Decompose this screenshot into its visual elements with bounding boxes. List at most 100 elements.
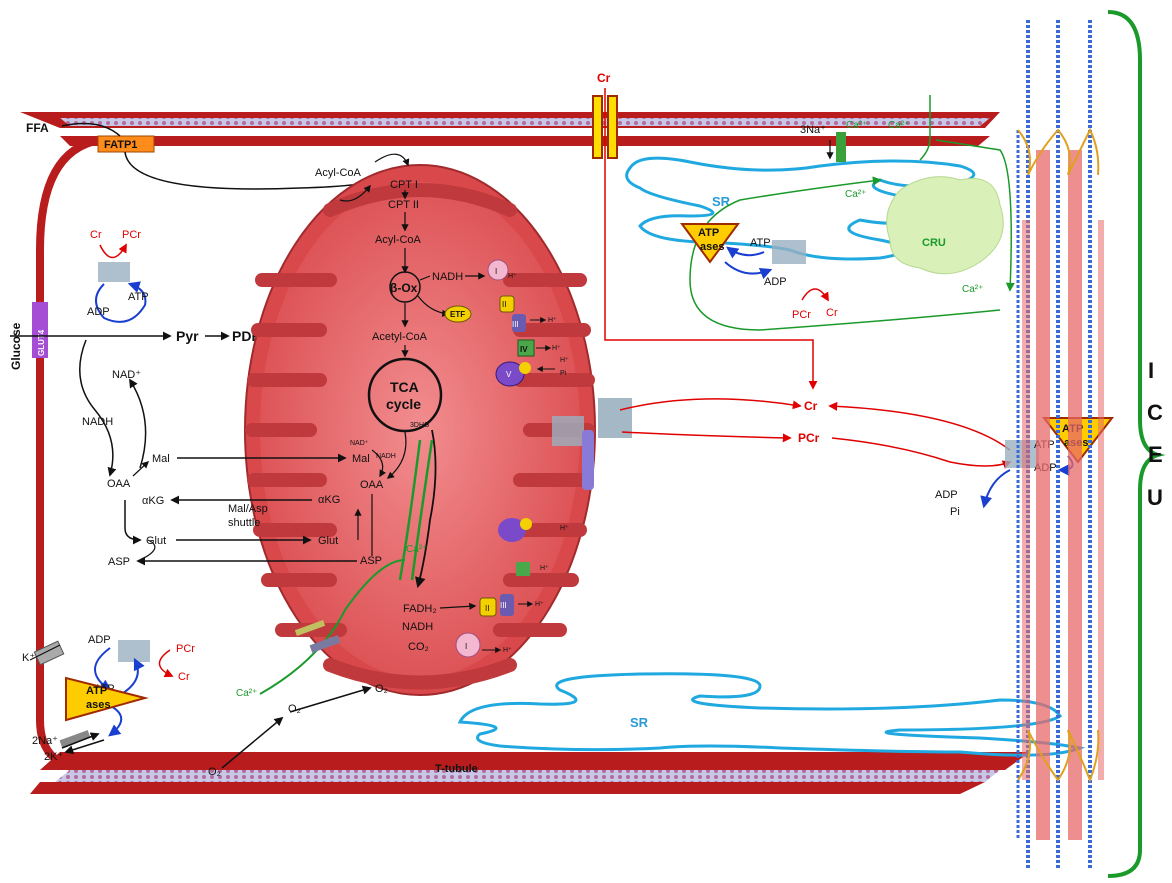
hplus-3: H⁺ <box>552 345 561 352</box>
ck-enzyme-sr <box>772 240 806 264</box>
complex-iii-lower: III <box>500 594 514 616</box>
ca-sr2-label: Ca²⁺ <box>962 284 983 295</box>
ca-top1-label: Ca²⁺ <box>846 120 867 131</box>
mal-in-label: Mal <box>352 453 370 465</box>
ck-enzyme-bottom-left <box>118 640 150 662</box>
nadh-top-label: NADH <box>432 271 463 283</box>
glut4-label: GLUT4 <box>37 329 46 356</box>
svg-text:III: III <box>512 320 519 329</box>
o2-mid-label: O₂ <box>288 703 301 715</box>
fatp1-label: FATP1 <box>104 139 137 151</box>
beta-ox-label: β-Ox <box>390 281 418 295</box>
glucose-label: Glucose <box>9 322 23 370</box>
cr-sr-label: Cr <box>826 307 838 319</box>
svg-text:I: I <box>465 642 467 651</box>
hplus-7: H⁺ <box>535 601 544 608</box>
iceu-letter-e: E <box>1148 442 1163 467</box>
sr-network-bottom <box>460 674 1080 755</box>
tca-sub-label: 3DHG <box>410 422 429 429</box>
svg-text:I: I <box>495 267 497 276</box>
ffa-label: FFA <box>26 121 49 135</box>
glut-in-label: Glut <box>318 535 338 547</box>
ncx-exchanger <box>836 132 846 162</box>
ca-left-label: Ca²⁺ <box>236 688 257 699</box>
ca-top2-label: Ca²⁺ <box>888 120 909 131</box>
iceu-letter-i: I <box>1148 358 1154 383</box>
shuttle-label-1: Mal/Asp <box>228 503 268 515</box>
atpases-left-label-2: ases <box>86 699 110 711</box>
asp-in-label: ASP <box>360 555 382 567</box>
complex-ii: II <box>500 296 514 312</box>
hplus-6: H⁺ <box>540 565 549 572</box>
hplus-8: H⁺ <box>503 647 512 654</box>
iceu-letter-u: U <box>1147 485 1163 510</box>
cpt2-label: CPT II <box>388 199 419 211</box>
adp-sr-label: ADP <box>764 276 787 288</box>
cr-mid-label: Cr <box>804 399 818 413</box>
k2-label: 2K⁺ <box>44 751 63 763</box>
atpases-sr-label-2: ases <box>700 241 724 253</box>
cr-bot-left-label: Cr <box>178 671 190 683</box>
hplus-2: H⁺ <box>548 317 557 324</box>
na-k-pump <box>60 730 104 752</box>
svg-text:V: V <box>506 370 512 379</box>
nadh-bottom-label: NADH <box>402 621 433 633</box>
iceu-letter-c: C <box>1147 400 1163 425</box>
svg-text:III: III <box>500 601 507 610</box>
svg-text:II: II <box>485 604 489 613</box>
cru-cloud <box>887 177 1004 274</box>
k-plus-label: K⁺ <box>22 652 35 664</box>
t-tubule-label: T-tubule <box>435 763 478 775</box>
atpases-left-label-1: ATP <box>86 685 107 697</box>
atpases-sr-label-1: ATP <box>698 227 719 239</box>
nad-plus-in-label: NAD⁺ <box>350 440 369 447</box>
co2-label: CO₂ <box>408 641 429 653</box>
shuttle-label-2: shuttle <box>228 517 260 529</box>
svg-text:IV: IV <box>520 345 528 354</box>
hplus-5: H⁺ <box>560 525 569 532</box>
na3-label: 3Na⁺ <box>800 124 826 136</box>
sr-bottom-label: SR <box>630 715 649 730</box>
complex-i: I <box>488 260 508 280</box>
atp-sr-label: ATP <box>750 237 771 249</box>
adp-top-left-label: ADP <box>87 306 110 318</box>
cr-membrane-label: Cr <box>597 71 611 85</box>
pcr-top-left-label: PCr <box>122 229 141 241</box>
hplus-4: H⁺ <box>560 357 569 364</box>
etf-label: ETF <box>450 310 465 319</box>
o2-out-label: O₂ <box>208 766 221 778</box>
cr-top-left-label: Cr <box>90 229 102 241</box>
pi-mito-label: Pi <box>560 370 567 377</box>
complex-ii-lower: II <box>480 598 496 616</box>
tca-label-2: cycle <box>386 396 421 412</box>
ck-enzyme-top-left <box>98 262 130 282</box>
nadh-left-label: NADH <box>82 416 113 428</box>
complex-iii: III <box>512 314 526 332</box>
complex-i-lower: I <box>456 633 480 657</box>
fadh2-label: FADH₂ <box>403 603 437 615</box>
akg-in-label: αKG <box>318 494 340 506</box>
atp-top-left-label: ATP <box>128 291 149 303</box>
acyl-coa-in-label: Acyl-CoA <box>375 234 422 246</box>
akg-left-label: αKG <box>142 495 164 507</box>
cpt1-label: CPT I <box>390 179 418 191</box>
ca-mito-label: Ca²⁺ <box>406 544 427 555</box>
adp-right2-label: ADP <box>935 489 958 501</box>
mal-left-label: Mal <box>152 453 170 465</box>
complex-iv-lower <box>516 562 530 576</box>
ca-sr-label: Ca²⁺ <box>845 189 866 200</box>
asp-left-label: ASP <box>108 556 130 568</box>
complex-iv: IV <box>518 340 534 356</box>
pyr-label: Pyr <box>176 328 199 344</box>
svg-text:II: II <box>502 300 506 309</box>
oaa-left-label: OAA <box>107 478 131 490</box>
sarcolemma-bottom <box>30 752 1030 794</box>
oaa-in-label: OAA <box>360 479 384 491</box>
pcr-bot-left-label: PCr <box>176 643 195 655</box>
pcr-sr-label: PCr <box>792 309 811 321</box>
acyl-coa-out-label: Acyl-CoA <box>315 167 362 179</box>
sr-top-label: SR <box>712 194 731 209</box>
hplus-1: H⁺ <box>508 273 517 280</box>
